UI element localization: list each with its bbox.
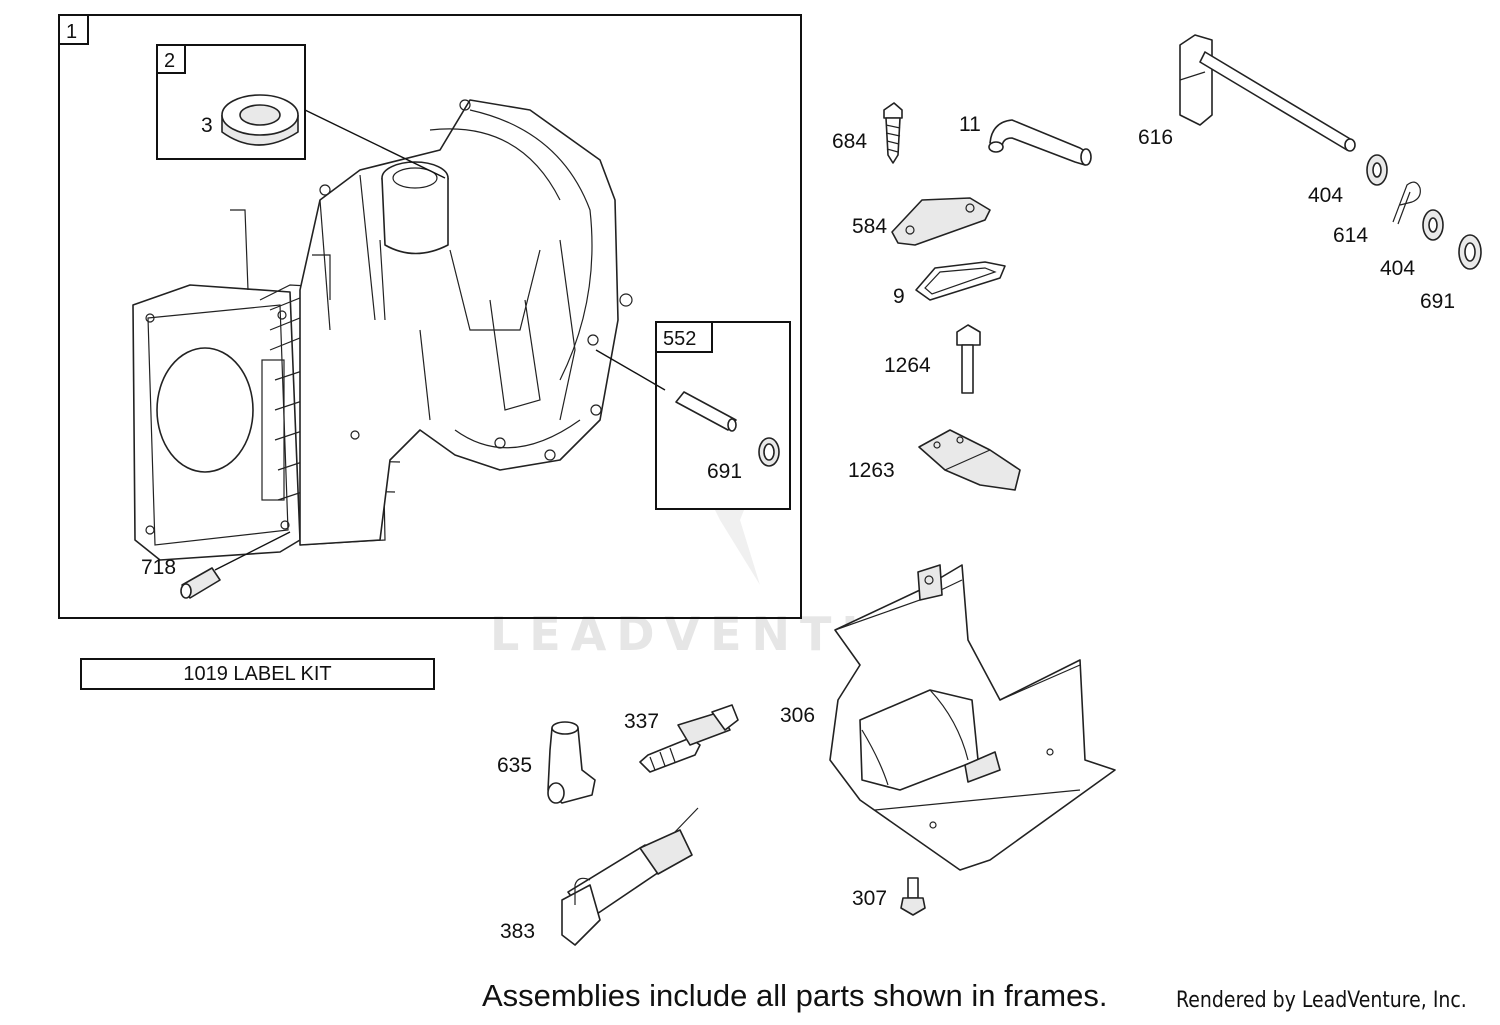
callout-307: 307 [852, 887, 887, 910]
part-11-breather-tube [988, 119, 1092, 166]
part-337-spark-plug [639, 704, 739, 773]
assemblies-note: Assemblies include all parts shown in fr… [482, 978, 1108, 1013]
render-credit: Rendered by LeadVenture, Inc. [1176, 988, 1467, 1013]
engine-block [132, 99, 633, 561]
callout-635: 635 [497, 754, 532, 777]
part-684-screw [883, 102, 903, 164]
callout-718: 718 [141, 556, 176, 579]
callout-11: 11 [959, 113, 981, 136]
part-3-oil-seal [221, 94, 299, 146]
callout-404-a: 404 [1308, 184, 1343, 207]
callout-614: 614 [1333, 224, 1368, 247]
callout-691: 691 [1420, 290, 1455, 313]
callout-383: 383 [500, 920, 535, 943]
part-691-seal [758, 437, 780, 467]
part-1263-bracket [918, 429, 1021, 491]
callout-404-b: 404 [1380, 257, 1415, 280]
callout-616: 616 [1138, 126, 1173, 149]
callout-337: 337 [624, 710, 659, 733]
label-kit-box: 1019 LABEL KIT [80, 658, 435, 690]
part-584-breather-plate [891, 197, 991, 246]
part-552-pin [675, 391, 737, 432]
part-383-spark-wrench [561, 807, 699, 946]
part-306-cylinder-shield [829, 564, 1116, 871]
callout-1263: 1263 [848, 459, 895, 482]
part-1264-bolt [956, 324, 981, 394]
part-9-gasket [915, 261, 1006, 301]
part-307-screw [900, 877, 926, 916]
callout-9: 9 [893, 285, 905, 308]
part-404-washer-a [1366, 154, 1388, 186]
callout-584: 584 [852, 215, 887, 238]
part-691-seal-right [1458, 234, 1482, 270]
frame-pin-kit: 552 691 [595, 321, 791, 510]
part-635-spark-boot [547, 721, 596, 804]
frame-number-1: 1 [66, 21, 77, 43]
part-404-washer-b [1422, 209, 1444, 241]
callout-1264: 1264 [884, 354, 931, 377]
frame-number-552: 552 [663, 328, 696, 350]
callout-306: 306 [780, 704, 815, 727]
frame-seal-kit: 2 3 [156, 44, 446, 179]
frame-short-block: 1 [58, 14, 802, 619]
callout-684: 684 [832, 130, 867, 153]
frame-number-2: 2 [164, 50, 175, 72]
part-718-dowel: 718 [141, 531, 291, 599]
part-616-governor-shaft [1179, 34, 1356, 152]
callout-3: 3 [201, 114, 213, 137]
part-614-hairpin-clip [1392, 181, 1421, 225]
callout-691-frame: 691 [707, 460, 742, 483]
